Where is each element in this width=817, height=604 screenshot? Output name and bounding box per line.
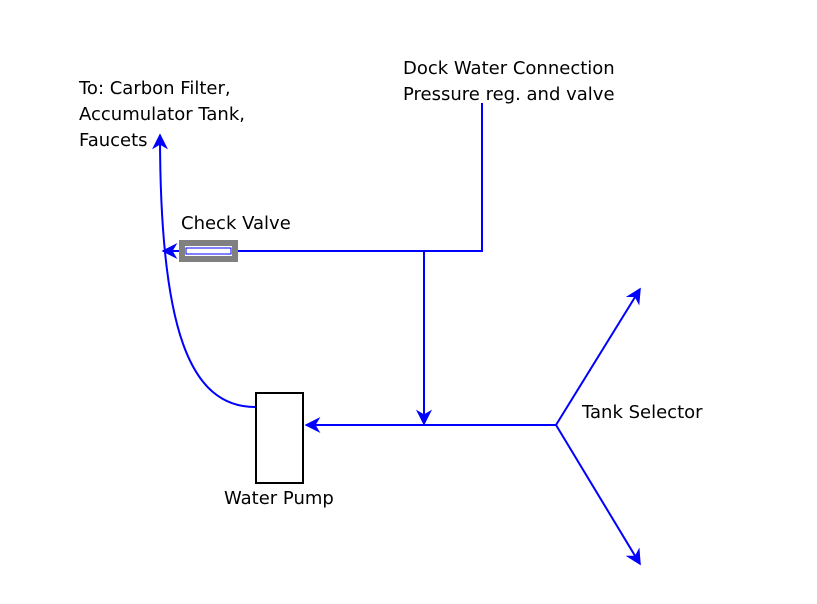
destination-label-line2: Accumulator Tank, (79, 104, 245, 125)
dock-label-line1: Dock Water Connection (403, 58, 615, 79)
pump-outlet-pipe (152, 133, 256, 408)
tank-line-upper (555, 287, 641, 426)
destination-label-line1: To: Carbon Filter, (78, 78, 231, 99)
tank-line-lower (555, 424, 641, 566)
tank-selector-label: Tank Selector (581, 402, 703, 423)
dock-label-line2: Pressure reg. and valve (403, 84, 615, 105)
water-pump (255, 392, 304, 484)
check-valve-label: Check Valve (181, 213, 291, 234)
water-pump-label: Water Pump (224, 488, 334, 509)
dock-water-pipe (238, 103, 483, 252)
check-valve-inner (185, 247, 232, 255)
destination-label-line3: Faucets (79, 130, 148, 151)
